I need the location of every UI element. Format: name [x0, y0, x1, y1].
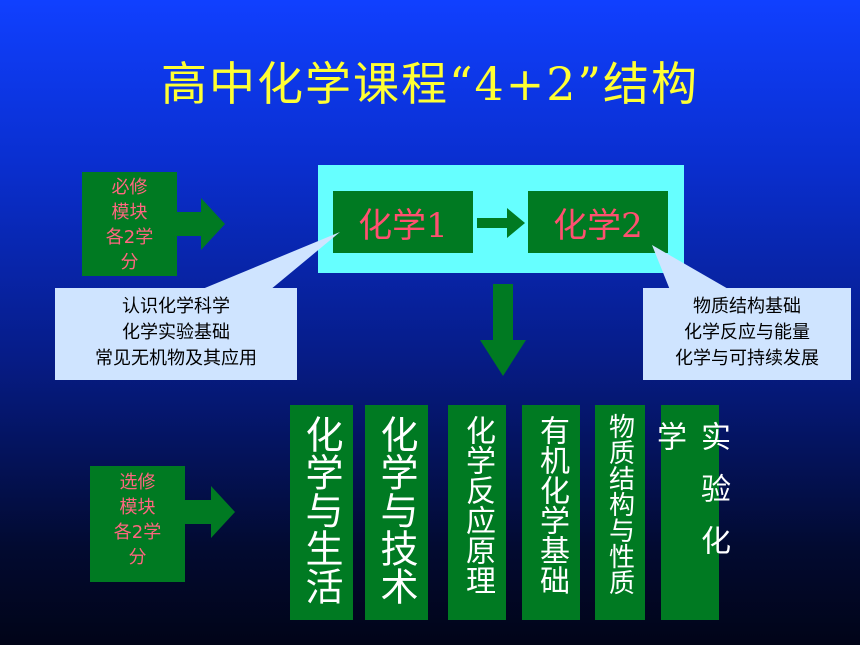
compulsory-label-line: 分	[120, 252, 139, 273]
callout-line: 化学反应与能量	[684, 322, 810, 343]
elective-module-6: 实验化学	[651, 405, 730, 620]
callout-line: 化学与可持续发展	[675, 348, 819, 369]
callout-line: 物质结构基础	[693, 296, 801, 317]
down-arrow-icon	[480, 284, 526, 376]
elective-label-line: 选修	[119, 472, 156, 493]
elective-label-line: 各2学	[113, 522, 162, 543]
elective-arrow-icon	[185, 486, 235, 538]
module-label: 化学2	[553, 205, 643, 246]
callout-compulsory-2: 物质结构基础 化学反应与能量 化学与可持续发展	[643, 288, 851, 380]
elective-module-label: 实验化学	[651, 421, 730, 577]
module-label: 化学1	[358, 205, 448, 246]
module-chemistry-2: 化学2	[528, 191, 668, 253]
elective-label-line: 分	[128, 547, 147, 568]
elective-module-3: 化学反应原理	[448, 405, 506, 620]
callout-line: 常见无机物及其应用	[95, 348, 257, 369]
elective-module-label: 化学与技术	[374, 415, 418, 605]
callout-line: 认识化学科学	[122, 296, 230, 317]
elective-module-4: 有机化学基础	[522, 405, 580, 620]
compulsory-label-line: 各2学	[105, 227, 154, 248]
callout-line: 化学实验基础	[122, 322, 230, 343]
elective-module-2: 化学与技术	[365, 405, 428, 620]
module-chemistry-1: 化学1	[333, 191, 473, 253]
compulsory-label-box: 必修 模块 各2学 分	[82, 172, 177, 276]
elective-module-label: 有机化学基础	[534, 415, 569, 595]
page-title: 高中化学课程“4+2”结构	[160, 57, 700, 111]
module-arrow-icon	[477, 208, 525, 238]
elective-module-1: 化学与生活	[290, 405, 353, 620]
callout-compulsory-1: 认识化学科学 化学实验基础 常见无机物及其应用	[55, 288, 297, 380]
elective-module-label: 化学与生活	[299, 415, 343, 605]
elective-label-box: 选修 模块 各2学 分	[90, 466, 185, 582]
elective-label-line: 模块	[119, 497, 156, 518]
compulsory-label-line: 模块	[111, 202, 148, 223]
elective-module-label: 化学反应原理	[460, 415, 495, 595]
elective-module-label: 物质结构与性质	[604, 413, 635, 595]
compulsory-arrow-icon	[177, 198, 225, 250]
elective-module-5: 物质结构与性质	[595, 405, 645, 620]
compulsory-label-line: 必修	[111, 177, 148, 198]
